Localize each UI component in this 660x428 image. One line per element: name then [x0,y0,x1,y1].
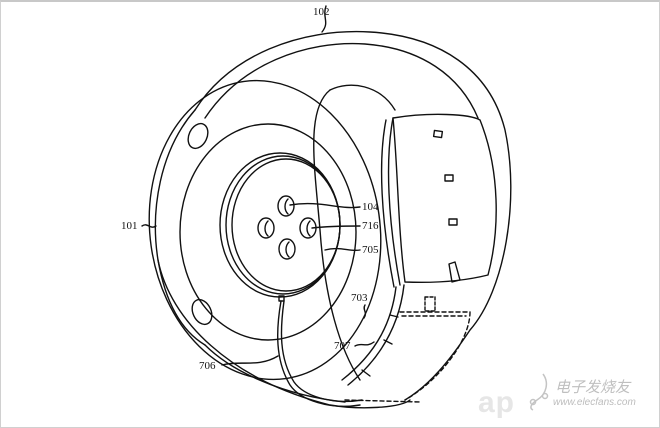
back-ring-outer [179,123,357,341]
band-hole-1 [432,129,444,139]
label-707: 707 [334,340,351,352]
watermark-url: www.elecfans.com [553,397,636,408]
label-705: 705 [362,244,379,256]
watermark-brand: ap [478,386,516,419]
band-hole-2 [444,174,454,182]
label-716: 716 [362,220,379,232]
watermark-logo-icon [529,373,549,411]
sensor-pad-bottom [278,238,296,260]
band-hole-3 [448,218,458,226]
sensor-pad-left [257,217,275,239]
cable-channel-707 [347,284,405,386]
label-706: 706 [199,360,216,372]
band-keeper [392,113,497,284]
band-outer-edge [194,30,512,401]
label-101: 101 [121,220,138,232]
label-703: 703 [351,292,368,304]
watermark-cn-text: 电子发烧友 [555,380,631,396]
lug-bottom [191,298,213,326]
label-104: 104 [362,201,379,213]
sensor-pad-top [277,195,295,217]
label-102: 102 [313,6,330,18]
band-inner-edge [204,42,479,119]
lug-top [187,122,209,150]
